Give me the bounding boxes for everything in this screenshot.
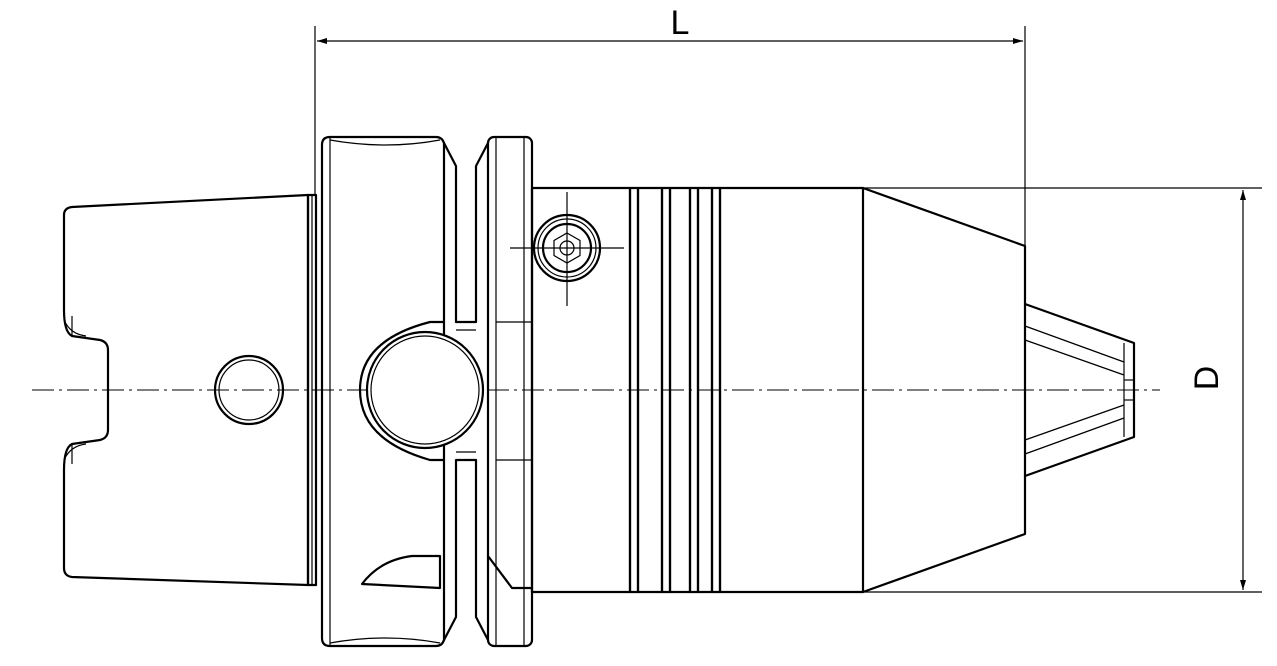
set-screw-icon	[510, 192, 624, 306]
dimension-length: L	[314, 4, 1026, 246]
dimension-label-L: L	[671, 4, 690, 42]
drive-hole	[213, 354, 285, 426]
flange-collar	[320, 135, 534, 648]
dimension-diameter: D	[863, 187, 1262, 593]
dimension-label-D: D	[1188, 366, 1226, 391]
chuck-body	[510, 186, 1027, 594]
taper-shank	[62, 193, 318, 587]
chuck-jaws	[1023, 302, 1136, 478]
coolant-bore	[365, 330, 485, 450]
